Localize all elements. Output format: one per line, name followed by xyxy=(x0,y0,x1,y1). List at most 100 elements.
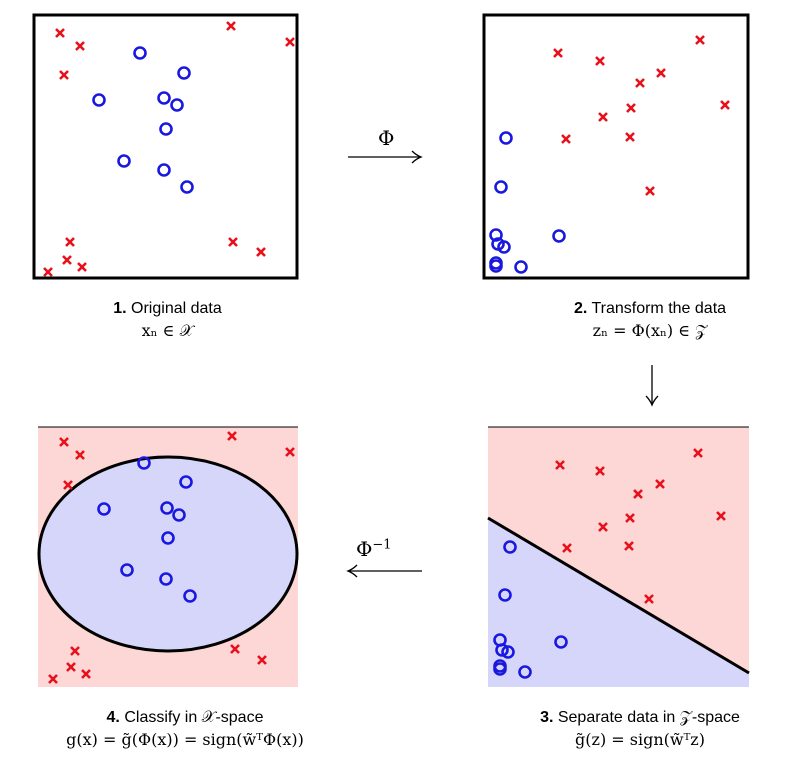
cross-marker xyxy=(561,134,571,144)
step-formula: g̃(z) = sign(w̃ᵀz) xyxy=(575,730,705,749)
step-formula: g(x) = g̃(Φ(x)) = sign(w̃ᵀΦ(x)) xyxy=(66,730,304,749)
circle-marker xyxy=(177,66,191,80)
circle-marker xyxy=(514,260,528,274)
step-number: 2. xyxy=(573,300,588,317)
cross-marker xyxy=(59,70,69,80)
step-formula: xₙ ∈ 𝒳 xyxy=(141,321,194,340)
separating-line xyxy=(487,516,750,675)
arrow-down xyxy=(645,365,659,407)
panel-separate-z-space xyxy=(487,426,750,687)
cross-marker xyxy=(625,132,635,142)
panel-transformed-data xyxy=(482,13,750,280)
circle-marker xyxy=(157,91,171,105)
circle-marker xyxy=(518,665,532,679)
cross-marker xyxy=(77,262,87,272)
cross-marker xyxy=(693,448,703,458)
step-title: Transform the data xyxy=(591,300,727,317)
cross-marker xyxy=(624,541,634,551)
circle-marker xyxy=(137,456,151,470)
phi-inverse-label: Φ−1 xyxy=(356,537,392,561)
cross-marker xyxy=(655,479,665,489)
cross-marker xyxy=(644,594,654,604)
caption-step-1: 1. Original data xₙ ∈ 𝒳 xyxy=(40,298,295,342)
circle-marker xyxy=(159,572,173,586)
step-title: Classify in 𝒳-space xyxy=(124,709,264,726)
cross-marker xyxy=(66,662,76,672)
step-number: 1. xyxy=(113,300,127,317)
caption-step-4: 4. Classify in 𝒳-space g(x) = g̃(Φ(x)) =… xyxy=(5,707,365,751)
circle-marker xyxy=(97,502,111,516)
arrow-phi-inverse xyxy=(346,564,422,578)
step-title: Original data xyxy=(131,300,222,317)
cross-marker xyxy=(226,21,236,31)
phi-inverse-exponent: −1 xyxy=(372,537,392,553)
cross-marker xyxy=(228,237,238,247)
circle-marker xyxy=(494,180,508,194)
step-number: 4. xyxy=(106,709,120,726)
circle-marker xyxy=(133,46,147,60)
circle-marker xyxy=(501,645,515,659)
circle-marker xyxy=(552,229,566,243)
phi-inverse-base: Φ xyxy=(356,537,373,561)
phi-label: Φ xyxy=(378,126,395,150)
cross-marker xyxy=(598,522,608,532)
circle-marker xyxy=(497,240,511,254)
cross-marker xyxy=(227,431,237,441)
cross-marker xyxy=(81,669,91,679)
cross-marker xyxy=(230,644,240,654)
cross-marker xyxy=(633,489,643,499)
cross-marker xyxy=(256,247,266,257)
circle-marker xyxy=(554,635,568,649)
cross-marker xyxy=(635,78,645,88)
cross-marker xyxy=(63,480,73,490)
circle-marker xyxy=(159,122,173,136)
cross-marker xyxy=(553,48,563,58)
cross-marker xyxy=(595,466,605,476)
cross-marker xyxy=(65,237,75,247)
circle-marker xyxy=(117,154,131,168)
cross-marker xyxy=(70,646,80,656)
circle-marker xyxy=(489,228,503,242)
step-title: Separate data in 𝒵-space xyxy=(557,709,740,726)
cross-marker xyxy=(720,100,730,110)
cross-marker xyxy=(75,41,85,51)
caption-step-3: 3. Separate data in 𝒵-space g̃(z) = sign… xyxy=(500,707,780,751)
cross-marker xyxy=(645,186,655,196)
cross-marker xyxy=(285,37,295,47)
cross-marker xyxy=(598,112,608,122)
cross-marker xyxy=(257,655,267,665)
decision-ellipse xyxy=(37,455,299,653)
circle-marker xyxy=(503,540,517,554)
circle-marker xyxy=(489,259,503,273)
cross-marker xyxy=(626,103,636,113)
cross-marker xyxy=(555,460,565,470)
circle-marker xyxy=(170,98,184,112)
cross-marker xyxy=(55,28,65,38)
circle-marker xyxy=(92,93,106,107)
panel-original-data xyxy=(32,13,299,280)
circle-marker xyxy=(157,163,171,177)
arrow-phi xyxy=(348,150,423,164)
cross-marker xyxy=(716,511,726,521)
circle-marker xyxy=(498,588,512,602)
cross-marker xyxy=(59,437,69,447)
cross-marker xyxy=(43,267,53,277)
circle-marker xyxy=(120,563,134,577)
circle-marker xyxy=(495,643,509,657)
cross-marker xyxy=(656,68,666,78)
circle-marker xyxy=(160,501,174,515)
circle-marker xyxy=(499,131,513,145)
circle-marker xyxy=(183,589,197,603)
circle-marker xyxy=(172,508,186,522)
cross-marker xyxy=(285,447,295,457)
caption-step-2: 2. Transform the data zₙ = Φ(xₙ) ∈ 𝒵 xyxy=(520,298,780,342)
cross-marker xyxy=(62,255,72,265)
cross-marker xyxy=(75,450,85,460)
cross-marker xyxy=(562,543,572,553)
cross-marker xyxy=(625,513,635,523)
step-formula: zₙ = Φ(xₙ) ∈ 𝒵 xyxy=(592,321,708,340)
panel-classify-x-space xyxy=(37,426,299,687)
blue-region xyxy=(488,518,749,687)
circle-marker xyxy=(493,662,507,676)
cross-marker xyxy=(595,56,605,66)
